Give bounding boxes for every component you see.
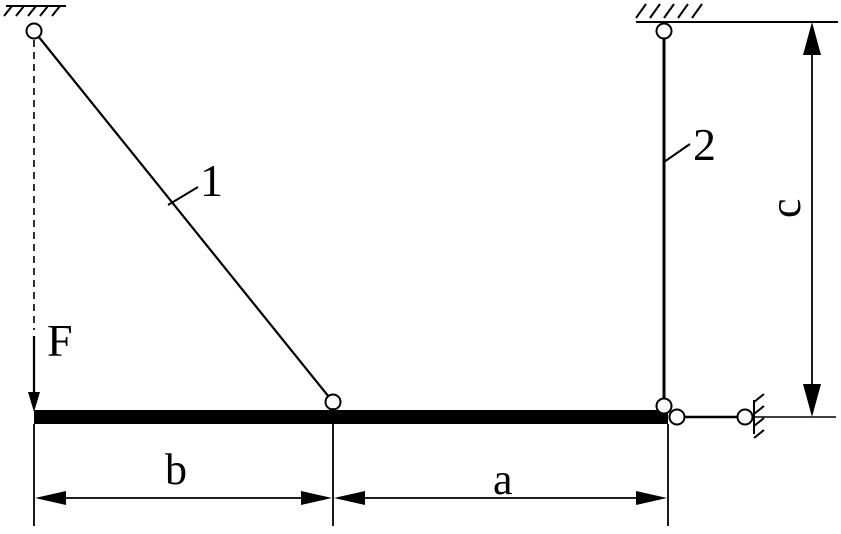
rod-1 (33, 30, 334, 403)
hinges (25, 22, 754, 426)
right-pin-support (753, 393, 765, 439)
top-left-fixed-support (3, 5, 66, 17)
hinge-top-left (25, 22, 43, 40)
top-right-fixed-support (635, 3, 838, 23)
rigid-beam (34, 410, 668, 424)
dimension-c-label: c (761, 198, 810, 218)
dimension-arrowheads (35, 491, 667, 505)
hinge-support-link-left (668, 408, 686, 426)
rod-1-label-tick (167, 186, 199, 206)
hinge-beam-rod2 (655, 397, 673, 415)
force-arrow (28, 336, 40, 412)
horizontal-dimensions (33, 408, 669, 526)
dimension-a-label: a (493, 455, 513, 504)
force-label: F (47, 315, 73, 366)
hinge-top-right (655, 22, 673, 40)
vertical-dimension (803, 22, 821, 417)
rod-1-label: 1 (200, 155, 223, 206)
hinge-beam-rod1 (324, 393, 342, 411)
rod-2-label: 2 (693, 119, 716, 170)
hinge-support-pin (736, 408, 754, 426)
dimension-b-label: b (165, 445, 187, 494)
rod-2-label-tick (663, 143, 691, 163)
